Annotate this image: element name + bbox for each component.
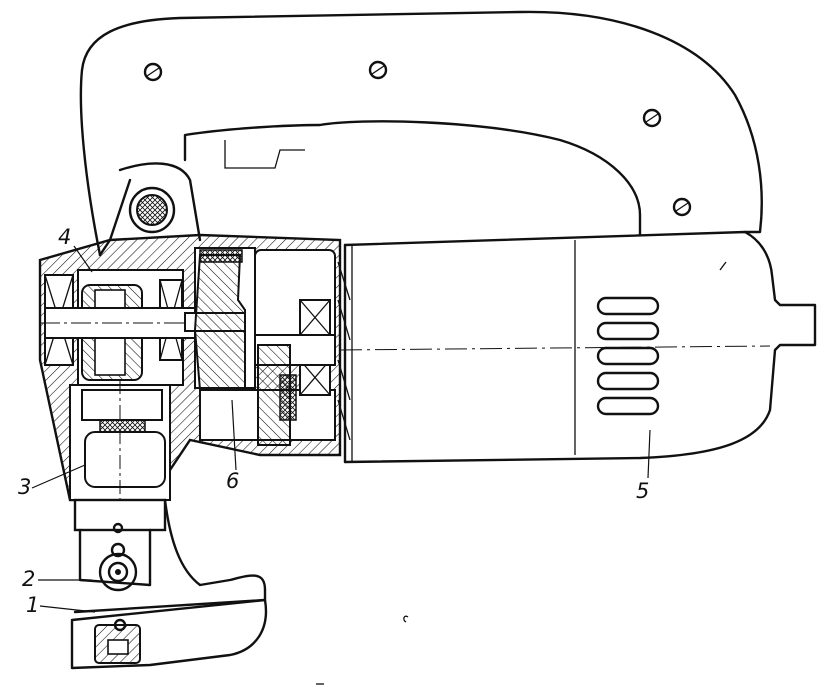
label-6: 6 <box>226 399 239 493</box>
saw-shoe <box>70 498 409 685</box>
gearbox-section <box>38 233 351 520</box>
handle-screw <box>143 60 692 217</box>
svg-text:4: 4 <box>58 225 71 249</box>
label-5: 5 <box>636 429 651 503</box>
cable-grommet <box>128 186 176 234</box>
svg-text:3: 3 <box>18 475 31 499</box>
svg-text:5: 5 <box>636 479 649 503</box>
svg-text:6: 6 <box>226 469 239 493</box>
handle <box>79 10 763 257</box>
svg-text:1: 1 <box>26 593 39 617</box>
label-2: 2 <box>22 567 92 591</box>
motor-housing <box>339 230 817 464</box>
label-3: 3 <box>18 464 86 499</box>
svg-text:2: 2 <box>22 567 35 591</box>
vent-slots <box>596 296 660 416</box>
label-1: 1 <box>26 593 96 617</box>
label-4: 4 <box>58 225 93 273</box>
